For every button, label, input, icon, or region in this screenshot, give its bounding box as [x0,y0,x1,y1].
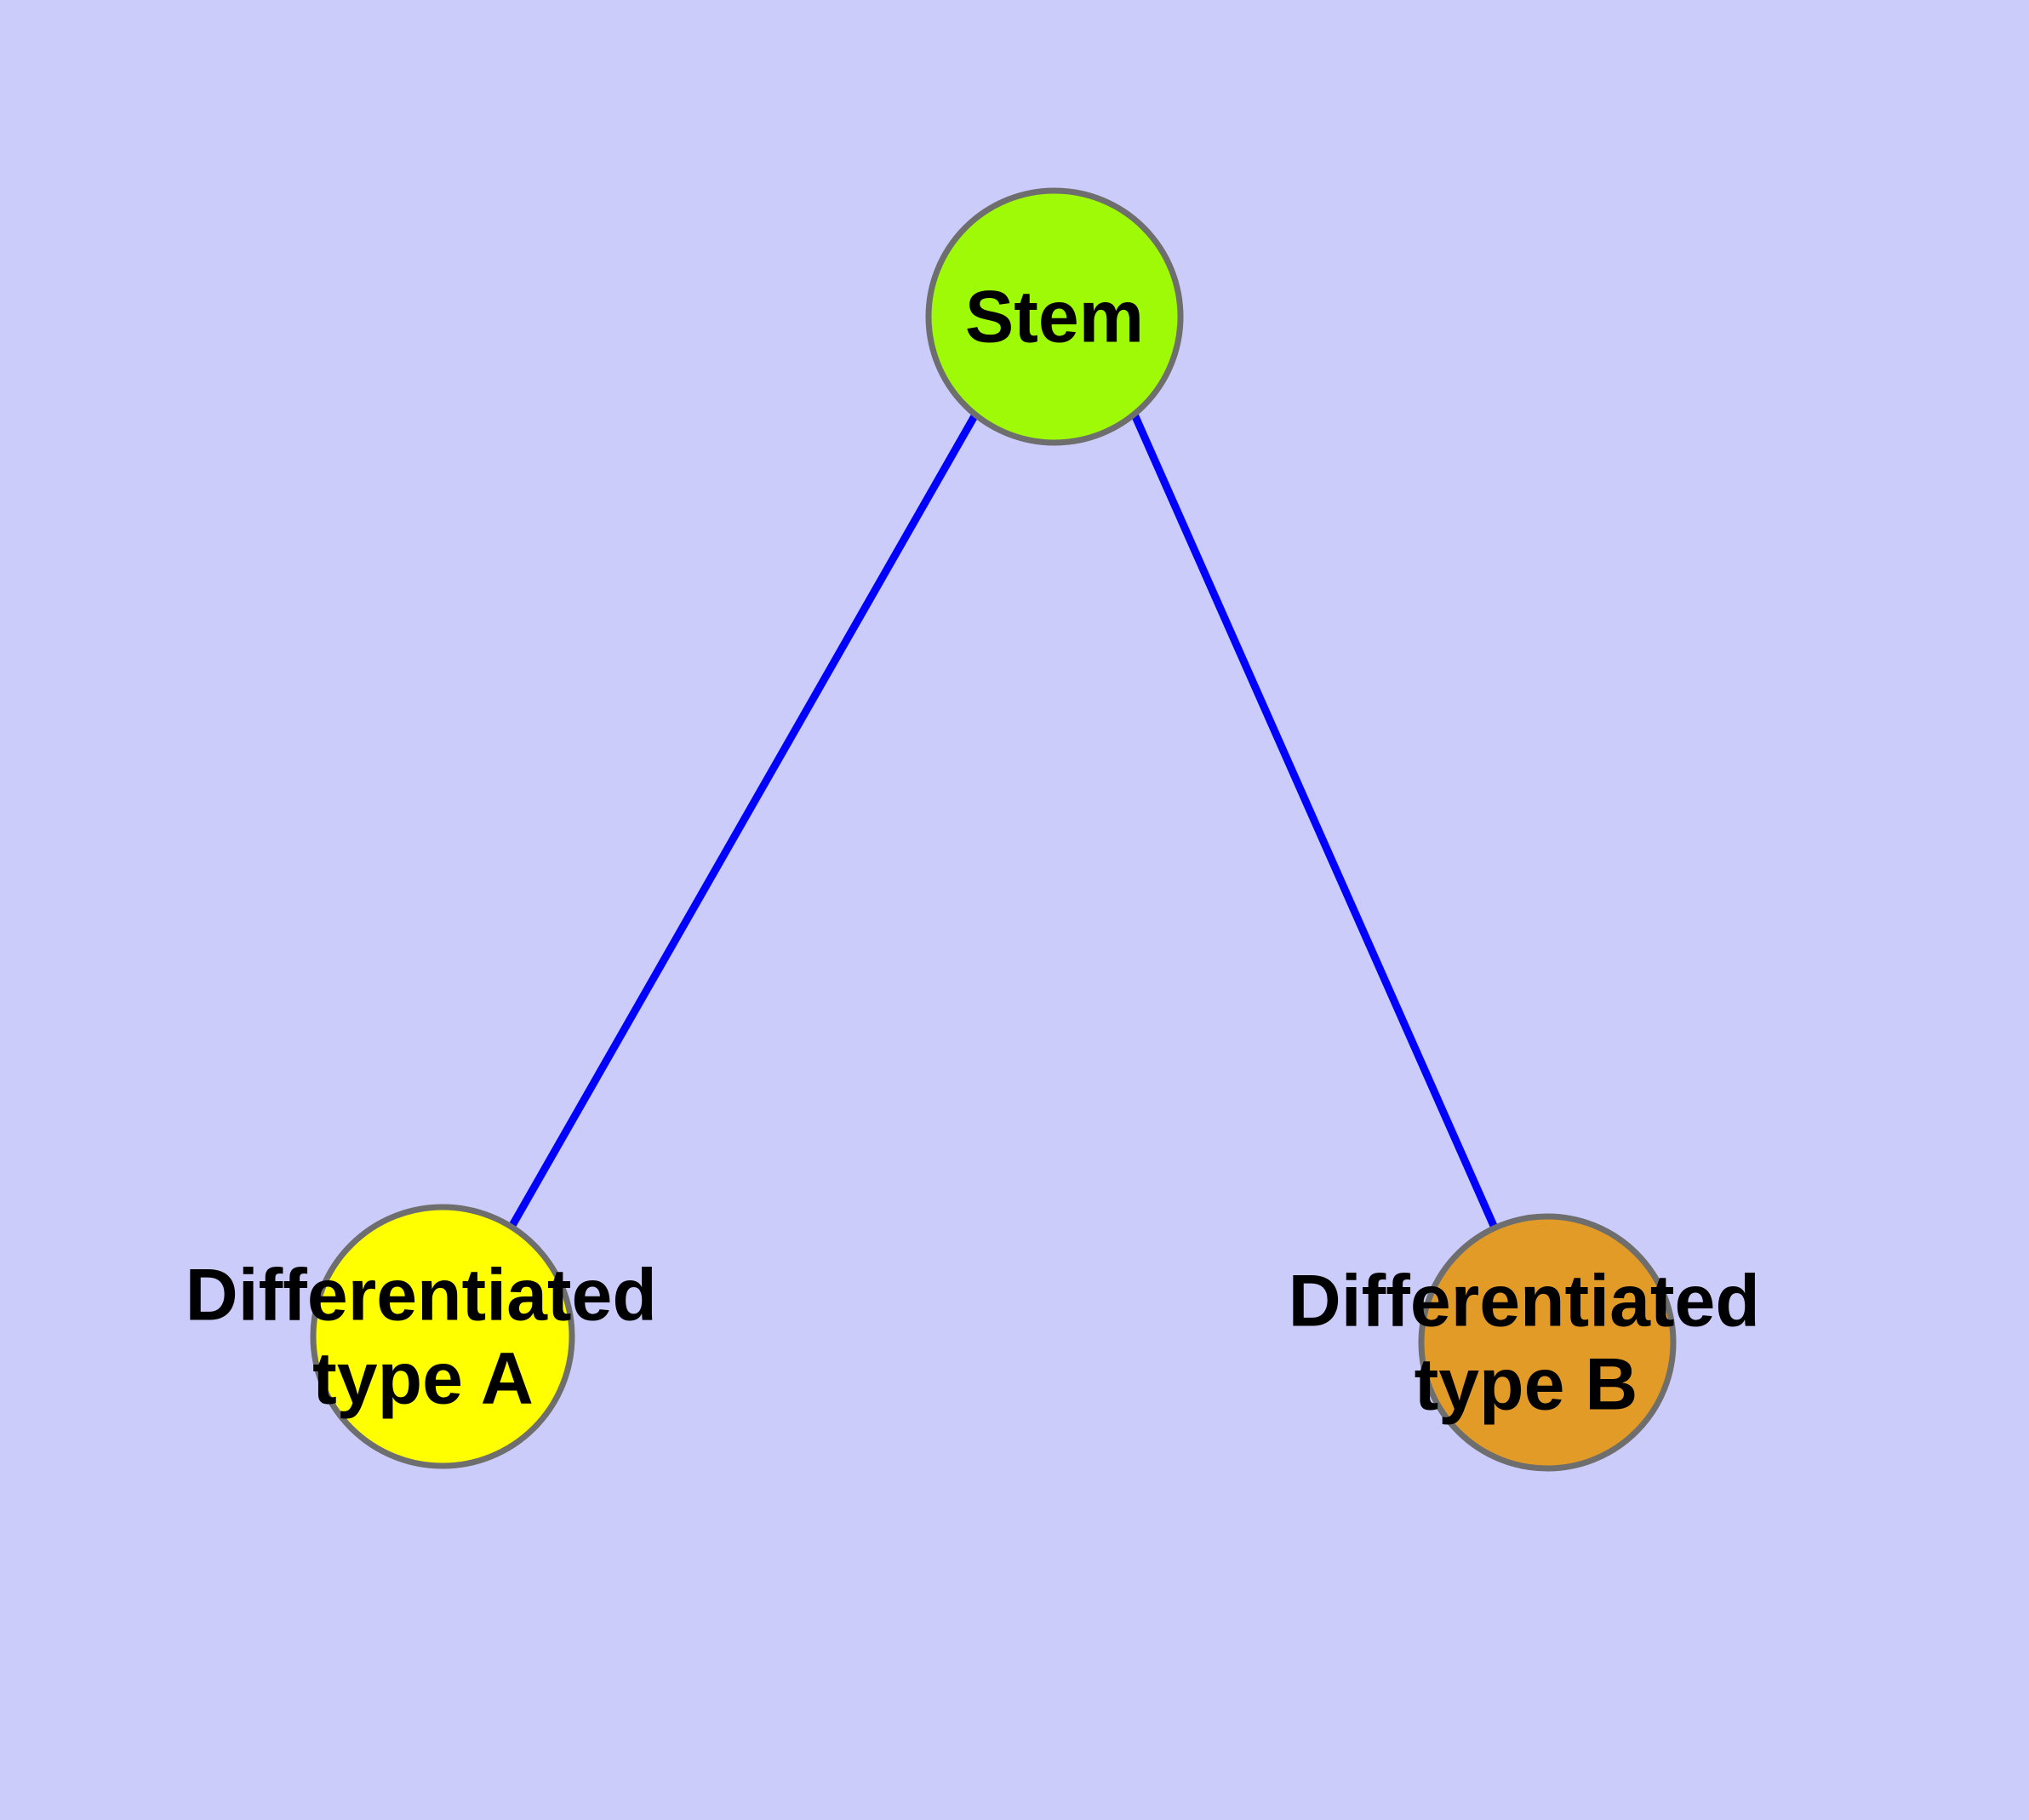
node-diff-a-label-line2: type A [312,1337,534,1419]
node-layer: Stem Differentiated type A Differentiate… [186,187,1764,1472]
node-stem-circle[interactable] [925,187,1184,446]
node-diff-a-label-line1: Differentiated [186,1254,657,1336]
node-diff-a-circle[interactable] [310,1204,575,1469]
edge-layer [507,412,1498,1231]
node-stem[interactable]: Stem [925,187,1184,446]
node-diff-b-label-line1: Differentiated [1289,1260,1760,1342]
edge-stem-to-diff-a[interactable] [507,412,979,1231]
node-stem-label: Stem [965,276,1144,358]
node-diff-b-circle[interactable] [1418,1213,1677,1472]
node-diff-b[interactable]: Differentiated type B [1289,1213,1764,1472]
node-diff-a[interactable]: Differentiated type A [186,1204,661,1469]
node-diff-a-label: Differentiated type A [186,1254,661,1419]
node-diff-b-label: Differentiated type B [1289,1260,1764,1425]
node-stem-label-line1: Stem [965,276,1144,358]
node-diff-b-label-line2: type B [1415,1343,1638,1425]
edge-stem-to-diff-b[interactable] [1130,413,1498,1228]
